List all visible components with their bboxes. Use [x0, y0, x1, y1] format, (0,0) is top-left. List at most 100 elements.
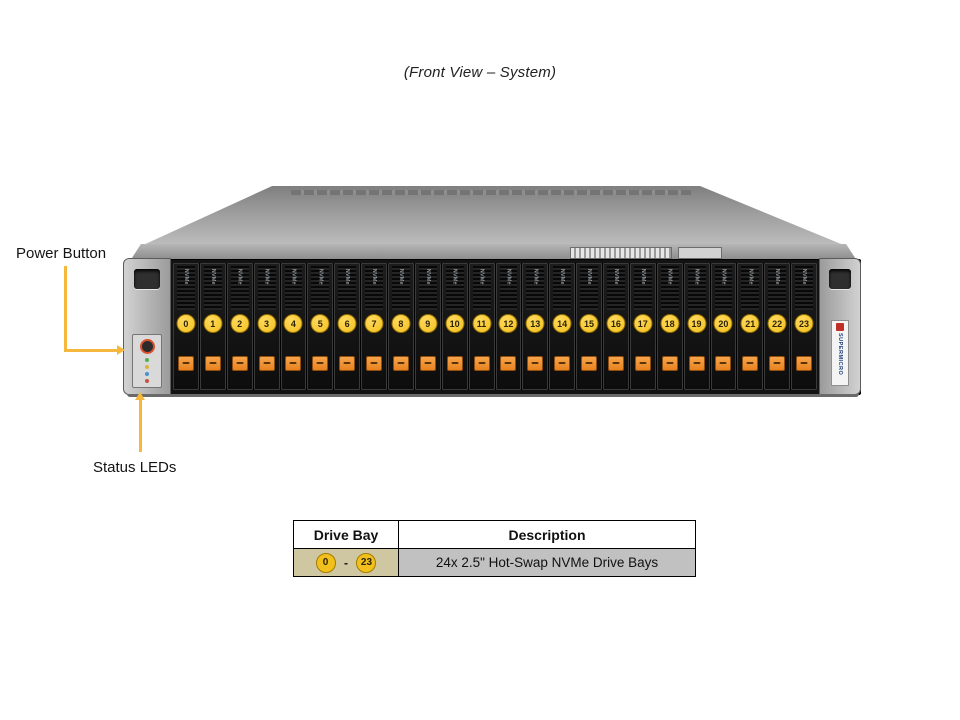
tray-latch — [688, 356, 705, 371]
bay-number-badge: 12 — [498, 314, 518, 333]
bay-number-badge: 1 — [203, 314, 223, 333]
power-callout-line-horizontal — [64, 349, 118, 352]
drive-tray: NVMe 21 — [737, 263, 764, 390]
tray-vent-texture — [633, 266, 652, 310]
tray-nvme-label: NVMe — [478, 269, 485, 285]
drive-tray: NVMe 13 — [522, 263, 549, 390]
bay-number-badge: 2 — [230, 314, 250, 333]
tray-latch — [796, 356, 813, 371]
tray-vent-texture — [203, 266, 222, 310]
tray-vent-texture — [445, 266, 464, 310]
bay-range-start-badge: 0 — [315, 552, 336, 573]
tray-nvme-label: NVMe — [586, 269, 593, 285]
tray-vent-texture — [660, 266, 679, 310]
status-callout-arrow-icon — [135, 392, 145, 400]
tray-vent-texture — [338, 266, 357, 310]
bay-number-badge: 6 — [337, 314, 357, 333]
tray-nvme-label: NVMe — [612, 269, 619, 285]
tray-vent-texture — [687, 266, 706, 310]
drive-tray: NVMe 6 — [334, 263, 361, 390]
drive-tray: NVMe 11 — [468, 263, 495, 390]
header-description: Description — [398, 520, 696, 549]
brand-name: SUPERMICRO — [837, 333, 843, 376]
drive-tray: NVMe 10 — [441, 263, 468, 390]
tray-vent-texture — [177, 266, 195, 310]
bay-description-cell: 24x 2.5" Hot-Swap NVMe Drive Bays — [398, 548, 696, 577]
tray-latch — [231, 356, 248, 371]
power-button-icon — [139, 339, 155, 354]
tray-vent-texture — [526, 266, 545, 310]
left-handle-cutout — [134, 269, 160, 289]
drive-tray: NVMe 7 — [361, 263, 387, 390]
tray-vent-texture — [768, 266, 787, 310]
drive-tray: NVMe 3 — [253, 263, 280, 390]
tray-nvme-label: NVMe — [505, 269, 512, 285]
brand-strip: SUPERMICRO — [831, 320, 849, 386]
tray-nvme-label: NVMe — [290, 269, 297, 285]
tray-nvme-label: NVMe — [371, 269, 378, 285]
tray-latch — [177, 356, 194, 371]
tray-nvme-label: NVMe — [209, 269, 216, 285]
tray-latch — [473, 356, 490, 371]
tray-latch — [312, 356, 329, 371]
tray-latch — [285, 356, 302, 371]
tray-vent-texture — [714, 266, 733, 310]
bay-range-end-badge: 23 — [356, 552, 377, 573]
tray-vent-texture — [472, 266, 491, 310]
bay-number-badge: 17 — [633, 314, 653, 333]
table-row: 0 - 23 24x 2.5" Hot-Swap NVMe Drive Bays — [293, 548, 696, 577]
right-handle-cutout — [829, 269, 851, 289]
drive-tray: NVMe 20 — [710, 263, 737, 390]
tray-nvme-label: NVMe — [263, 269, 270, 285]
bay-number-badge: 15 — [579, 314, 599, 333]
tray-vent-texture — [499, 266, 518, 310]
bay-number-badge: 20 — [713, 314, 733, 333]
table-header-row: Drive Bay Description — [293, 520, 696, 549]
drive-tray: NVMe 0 — [173, 263, 199, 390]
bay-number-badge: 19 — [687, 314, 707, 333]
tray-nvme-label: NVMe — [344, 269, 351, 285]
tray-latch — [339, 356, 356, 371]
tray-latch — [581, 356, 598, 371]
bay-number-badge: 3 — [257, 314, 277, 333]
tray-latch — [715, 356, 732, 371]
status-leds-icons — [145, 358, 149, 383]
tray-vent-texture — [392, 266, 410, 310]
tray-nvme-label: NVMe — [666, 269, 673, 285]
bay-number-badge: 10 — [445, 314, 465, 333]
tray-nvme-label: NVMe — [182, 269, 189, 285]
bay-number-badge: 14 — [552, 314, 572, 333]
drive-tray: NVMe 12 — [495, 263, 522, 390]
tray-latch — [661, 356, 678, 371]
bay-number-badge: 8 — [391, 314, 411, 333]
status-leds-label: Status LEDs — [93, 459, 177, 476]
bay-number-badge: 7 — [364, 314, 384, 333]
drive-tray: NVMe 5 — [307, 263, 334, 390]
tray-latch — [527, 356, 544, 371]
tray-nvme-label: NVMe — [559, 269, 566, 285]
tray-vent-texture — [257, 266, 276, 310]
tray-nvme-label: NVMe — [774, 269, 781, 285]
bay-number-badge: 11 — [472, 314, 492, 333]
header-drive-bay: Drive Bay — [293, 520, 399, 549]
bay-number-badge: 5 — [310, 314, 330, 333]
bay-number-badge: 23 — [794, 314, 814, 333]
chassis-bottom-edge — [127, 394, 859, 397]
status-callout-line-vertical — [139, 400, 142, 452]
tray-nvme-label: NVMe — [424, 269, 431, 285]
drive-tray: NVMe 9 — [414, 263, 441, 390]
bay-number-badge: 16 — [606, 314, 626, 333]
bay-number-badge: 21 — [740, 314, 760, 333]
power-callout-line-vertical — [64, 266, 67, 352]
tray-latch — [366, 356, 383, 371]
drive-bays: NVMe 0 NVMe 1 NVMe 2 NVMe 3 NVMe 4 — [173, 263, 817, 390]
drive-tray: NVMe 17 — [629, 263, 656, 390]
control-panel — [132, 334, 162, 388]
bay-number-badge: 22 — [767, 314, 787, 333]
tray-nvme-label: NVMe — [747, 269, 754, 285]
drive-tray: NVMe 23 — [791, 263, 817, 390]
right-rack-ear: SUPERMICRO — [819, 258, 861, 395]
tray-nvme-label: NVMe — [720, 269, 727, 285]
chassis-barcode-sticker — [570, 247, 672, 259]
